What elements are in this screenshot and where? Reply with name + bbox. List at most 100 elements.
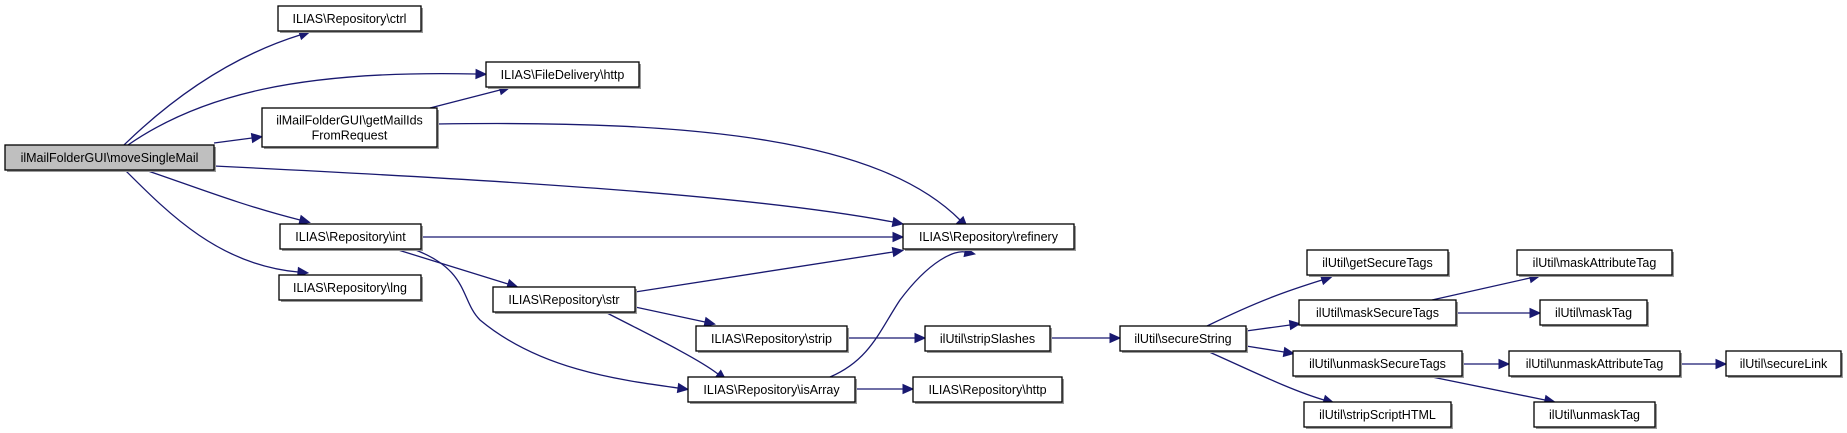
node-stripScriptHTML[interactable]: ilUtil\stripScriptHTML xyxy=(1303,401,1453,429)
edge-int-to-refinery xyxy=(421,231,905,243)
edge-unmaskSecureTags-to-unmaskTag xyxy=(1431,376,1556,406)
node-maskAttributeTag[interactable]: ilUtil\maskAttributeTag xyxy=(1516,249,1674,277)
node-box[interactable] xyxy=(695,325,848,352)
arrowhead-icon xyxy=(891,216,905,228)
arrowhead-icon xyxy=(1715,358,1728,370)
node-box[interactable] xyxy=(1303,401,1452,428)
edge-secureString-to-unmaskSecureTags xyxy=(1245,345,1296,358)
node-box[interactable] xyxy=(485,61,640,88)
node-label: ilUtil\maskSecureTags xyxy=(1316,306,1439,320)
arrowhead-icon xyxy=(902,383,915,395)
edge-line xyxy=(124,169,299,273)
edge-line xyxy=(123,34,301,146)
node-unmaskTag[interactable]: ilUtil\unmaskTag xyxy=(1533,401,1657,429)
node-label: ilMailFolderGUI\getMailIds xyxy=(276,114,423,128)
node-str[interactable]: ILIAS\Repository\str xyxy=(492,286,637,314)
node-box[interactable] xyxy=(278,274,422,301)
node-box[interactable] xyxy=(261,107,438,148)
edge-isArray-to-refinery xyxy=(829,246,977,378)
edge-int-to-isArray xyxy=(412,248,690,394)
edge-line xyxy=(213,165,894,223)
edge-line xyxy=(127,72,477,146)
node-ctrl[interactable]: ILIAS\Repository\ctrl xyxy=(277,5,423,33)
node-label: ILIAS\Repository\str xyxy=(508,293,619,307)
node-stripSlashes[interactable]: ilUtil\stripSlashes xyxy=(924,325,1052,353)
node-fd_http[interactable]: ILIAS\FileDelivery\http xyxy=(485,61,641,89)
edge-root-to-getMailIds xyxy=(213,132,264,144)
edge-line xyxy=(394,248,509,285)
node-label: ilMailFolderGUI\moveSingleMail xyxy=(21,151,199,165)
node-label: ILIAS\Repository\ctrl xyxy=(293,12,407,26)
node-label: ilUtil\maskTag xyxy=(1555,306,1632,320)
node-box[interactable] xyxy=(1516,249,1673,276)
edge-maskSecureTags-to-maskAttributeTag xyxy=(1431,272,1541,301)
edge-strip-to-stripSlashes xyxy=(847,332,927,344)
node-label: ILIAS\FileDelivery\http xyxy=(501,68,625,82)
node-maskSecureTags[interactable]: ilUtil\maskSecureTags xyxy=(1298,299,1458,327)
node-box[interactable] xyxy=(1306,249,1449,276)
node-label: ILIAS\Repository\strip xyxy=(711,332,832,346)
node-unmaskAttributeTag[interactable]: ilUtil\unmaskAttributeTag xyxy=(1508,350,1682,378)
edge-line xyxy=(634,251,894,293)
node-box[interactable] xyxy=(687,376,856,403)
node-root[interactable]: ilMailFolderGUI\moveSingleMail xyxy=(4,144,216,172)
node-label: ILIAS\Repository\refinery xyxy=(919,230,1059,244)
node-unmaskSecureTags[interactable]: ilUtil\unmaskSecureTags xyxy=(1292,350,1464,378)
edge-line xyxy=(436,122,961,221)
node-secureString[interactable]: ilUtil\secureString xyxy=(1119,325,1248,353)
node-label: ilUtil\maskAttributeTag xyxy=(1533,256,1657,270)
node-box[interactable] xyxy=(924,325,1051,352)
node-label: ilUtil\stripScriptHTML xyxy=(1319,408,1436,422)
node-label: ILIAS\Repository\int xyxy=(295,230,406,244)
edge-unmaskSecureTags-to-unmaskAttributeTag xyxy=(1462,358,1511,370)
arrowhead-icon xyxy=(1288,319,1302,331)
node-box[interactable] xyxy=(277,5,422,32)
edge-line xyxy=(412,248,679,389)
node-repo_http[interactable]: ILIAS\Repository\http xyxy=(912,376,1064,404)
node-label: ilUtil\unmaskTag xyxy=(1549,408,1640,422)
node-maskTag[interactable]: ilUtil\maskTag xyxy=(1539,299,1649,327)
node-label: ILIAS\Repository\lng xyxy=(293,281,407,295)
node-box[interactable] xyxy=(1508,350,1681,377)
node-refinery[interactable]: ILIAS\Repository\refinery xyxy=(902,223,1076,251)
edge-line xyxy=(1206,279,1323,327)
node-box[interactable] xyxy=(279,223,422,250)
node-lng[interactable]: ILIAS\Repository\lng xyxy=(278,274,423,302)
edge-maskSecureTags-to-maskTag xyxy=(1456,307,1542,319)
arrowhead-icon xyxy=(1498,358,1511,370)
arrowhead-icon xyxy=(1529,307,1542,319)
node-box[interactable] xyxy=(492,286,636,313)
node-box[interactable] xyxy=(1119,325,1247,352)
edge-root-to-int xyxy=(144,169,311,225)
node-isArray[interactable]: ILIAS\Repository\isArray xyxy=(687,376,857,404)
node-box[interactable] xyxy=(1298,299,1457,326)
arrowhead-icon xyxy=(676,382,690,394)
node-label: ilUtil\secureLink xyxy=(1740,357,1828,371)
edge-isArray-to-repo_http xyxy=(855,383,915,395)
edge-line xyxy=(1245,324,1291,332)
nodes-layer: ilMailFolderGUI\moveSingleMailILIAS\Repo… xyxy=(4,5,1843,429)
node-box[interactable] xyxy=(902,223,1075,250)
node-box[interactable] xyxy=(1292,350,1463,377)
edge-line xyxy=(1431,376,1546,401)
node-getSecureTags[interactable]: ilUtil\getSecureTags xyxy=(1306,249,1450,277)
node-strip[interactable]: ILIAS\Repository\strip xyxy=(695,325,849,353)
arrowhead-icon xyxy=(1282,346,1296,358)
node-int[interactable]: ILIAS\Repository\int xyxy=(279,223,423,251)
node-box[interactable] xyxy=(1533,401,1656,428)
node-secureLink[interactable]: ilUtil\secureLink xyxy=(1725,350,1843,378)
arrowhead-icon xyxy=(250,132,264,144)
node-box[interactable] xyxy=(912,376,1063,403)
arrowhead-icon xyxy=(891,246,905,258)
edge-line xyxy=(1245,345,1285,353)
node-label: ilUtil\unmaskSecureTags xyxy=(1309,357,1446,371)
node-box[interactable] xyxy=(4,144,215,171)
node-box[interactable] xyxy=(1539,299,1648,326)
edge-unmaskAttributeTag-to-secureLink xyxy=(1680,358,1728,370)
edge-line xyxy=(144,169,301,221)
edge-stripSlashes-to-secureString xyxy=(1050,332,1122,344)
node-box[interactable] xyxy=(1725,350,1842,377)
arrowhead-icon xyxy=(703,316,716,328)
